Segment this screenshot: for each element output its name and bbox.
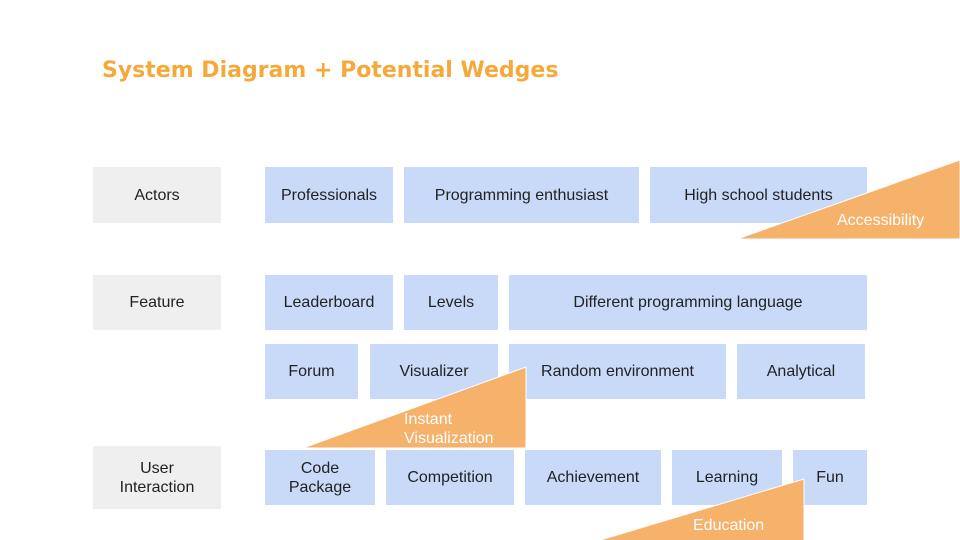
actor-box: Programming enthusiast <box>404 167 639 223</box>
feature-box: Forum <box>265 344 358 399</box>
feature-box: Analytical <box>737 344 865 399</box>
row-label-user-interaction: User Interaction <box>93 446 221 509</box>
instant-visualization-wedge <box>302 366 527 449</box>
education-wedge <box>598 478 805 540</box>
feature-box: Levels <box>404 275 498 330</box>
instant-visualization-label: Instant Visualization <box>404 411 494 447</box>
row-label-actors: Actors <box>93 167 221 223</box>
feature-box: Leaderboard <box>265 275 393 330</box>
interaction-box: Competition <box>386 450 514 505</box>
row-label-feature: Feature <box>93 275 221 330</box>
interaction-box: Fun <box>793 450 867 505</box>
feature-box: Different programming language <box>509 275 867 330</box>
feature-box: Random environment <box>509 344 726 399</box>
actor-box: Professionals <box>265 167 393 223</box>
education-label: Education <box>693 517 765 534</box>
interaction-box: Code Package <box>265 450 375 505</box>
interaction-box: Achievement <box>525 450 661 505</box>
page-title: System Diagram + Potential Wedges <box>102 58 559 83</box>
accessibility-wedge <box>736 159 960 240</box>
accessibility-label: Accessibility <box>837 212 925 229</box>
